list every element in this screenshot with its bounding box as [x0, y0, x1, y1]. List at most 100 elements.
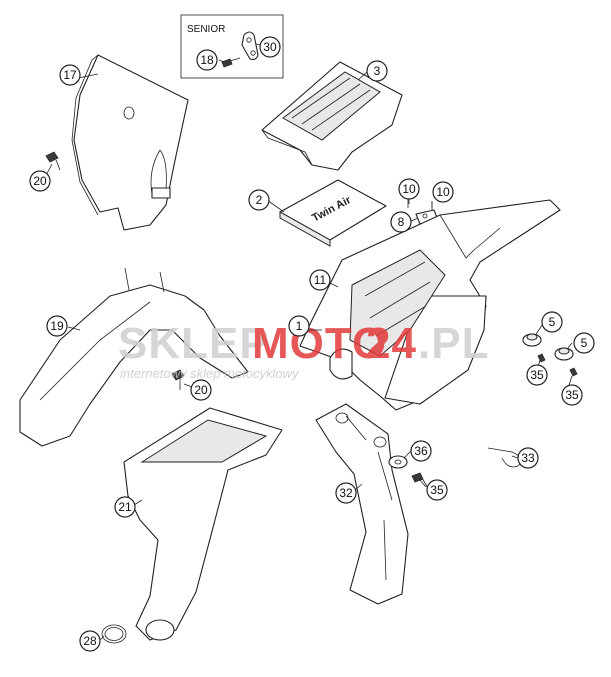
number-plate-clip — [151, 187, 171, 199]
side-cover-part — [315, 403, 409, 605]
callout-10-left: 10 — [398, 178, 420, 200]
callout-10-right-label: 10 — [436, 185, 450, 199]
screw-part — [221, 58, 233, 68]
screw-part-20-upper — [45, 151, 61, 171]
airbox-ribs — [364, 261, 431, 337]
callout-5-right: 5 — [573, 332, 595, 354]
screw-shaft — [421, 477, 429, 489]
front-fender-mount — [124, 267, 165, 293]
callout-19-label: 19 — [50, 319, 64, 333]
air-filter-part: Twin Air — [279, 179, 387, 247]
callout-1: 1 — [288, 315, 310, 337]
watermark-moto: MOTO — [252, 319, 387, 368]
air-boot-body — [123, 407, 283, 641]
number-plate-part — [71, 54, 189, 231]
callout-20-lower: 20 — [190, 379, 212, 401]
callout-32: 32 — [335, 482, 357, 504]
grommet-part-left — [522, 333, 546, 363]
callout-28: 28 — [79, 630, 101, 652]
bracket-hole — [250, 50, 256, 56]
callout-20-lower-label: 20 — [194, 383, 208, 397]
side-cover-body — [315, 403, 409, 605]
seat-top-part — [261, 61, 403, 171]
callout-28-label: 28 — [83, 634, 97, 648]
watermark-tagline: internetowy sklep motocyklowy — [120, 366, 300, 381]
front-fender-body — [19, 284, 249, 447]
screw-head — [537, 353, 546, 363]
screw-shaft — [229, 57, 241, 62]
callout-17-label: 17 — [63, 68, 77, 82]
air-boot-outlet — [145, 619, 175, 641]
bracket-part — [241, 31, 259, 61]
cable-tie-part — [487, 447, 522, 468]
screw-shaft — [55, 159, 61, 171]
number-plate-body — [73, 54, 189, 231]
front-fender-part — [19, 267, 249, 447]
callout-35-left-label: 35 — [530, 368, 544, 382]
callout-35-mid: 35 — [426, 479, 448, 501]
number-plate-edge — [71, 54, 99, 216]
callout-8: 8 — [390, 211, 412, 233]
callout-35-right-label: 35 — [565, 388, 579, 402]
callout-8-label: 8 — [398, 215, 405, 229]
callout-18: 18 — [196, 49, 218, 71]
watermark: SKLEP MOTO 24 .PL internetowy sklep moto… — [118, 319, 489, 381]
side-panel-body — [384, 295, 487, 405]
screw-head — [45, 151, 59, 163]
screw-part-35-mid — [411, 472, 429, 489]
callout-3: 3 — [366, 60, 388, 82]
senior-label: SENIOR — [187, 24, 225, 35]
callout-2: 2 — [248, 189, 270, 211]
callout-5-left: 5 — [541, 311, 563, 333]
washer-part — [388, 455, 408, 469]
rear-fender-part — [299, 199, 561, 411]
seat-top-ribs — [282, 71, 381, 141]
seat-top-ribline — [291, 77, 371, 131]
callout-35-right: 35 — [561, 384, 583, 406]
number-plate-hole — [123, 106, 135, 120]
callout-32-label: 32 — [339, 486, 353, 500]
screw-part-20-lower — [171, 369, 185, 390]
side-cover-hole — [373, 436, 387, 448]
callout-17: 17 — [59, 64, 81, 86]
hose-clamp-part — [101, 624, 127, 644]
hose-clamp-ring — [101, 624, 127, 644]
washer-hole — [394, 459, 402, 465]
callout-36: 36 — [410, 440, 432, 462]
callout-2-label: 2 — [256, 193, 263, 207]
callout-1-label: 1 — [296, 319, 303, 333]
callout-11-label: 11 — [314, 273, 327, 287]
callout-3-label: 3 — [374, 64, 381, 78]
watermark-24: 24 — [366, 319, 417, 368]
airbox-boot — [329, 348, 353, 380]
side-cover-lines — [345, 415, 393, 581]
callout-20-upper-label: 20 — [33, 174, 47, 188]
watermark-pl: .PL — [418, 319, 489, 368]
callout-30: 30 — [259, 36, 281, 58]
watermark-sklep: SKLEP — [118, 319, 270, 368]
grommet-top — [558, 347, 570, 355]
callout-30-label: 30 — [263, 40, 277, 54]
air-boot-part — [123, 407, 283, 641]
callout-20-upper: 20 — [29, 170, 51, 192]
air-boot-rim — [140, 419, 268, 463]
callout-5-left-label: 5 — [549, 315, 556, 329]
callout-35-mid-label: 35 — [430, 483, 444, 497]
callout-21-label: 21 — [118, 500, 132, 514]
callout-33-label: 33 — [521, 451, 535, 465]
screw-head — [171, 369, 185, 381]
callout-18-label: 18 — [200, 53, 214, 67]
washer-body — [388, 455, 408, 469]
fender-crease — [439, 214, 501, 259]
hose-clamp-inner — [104, 627, 124, 641]
grommet-top — [526, 333, 538, 341]
callout-10-left-label: 10 — [402, 182, 416, 196]
clip-hole — [422, 213, 428, 219]
seat-top-lower-edge — [261, 129, 313, 166]
side-cover-hole — [335, 412, 349, 424]
callout-33: 33 — [517, 447, 539, 469]
callout-36-label: 36 — [414, 444, 428, 458]
callout-10-right: 10 — [432, 181, 454, 203]
screw-head — [411, 472, 424, 483]
